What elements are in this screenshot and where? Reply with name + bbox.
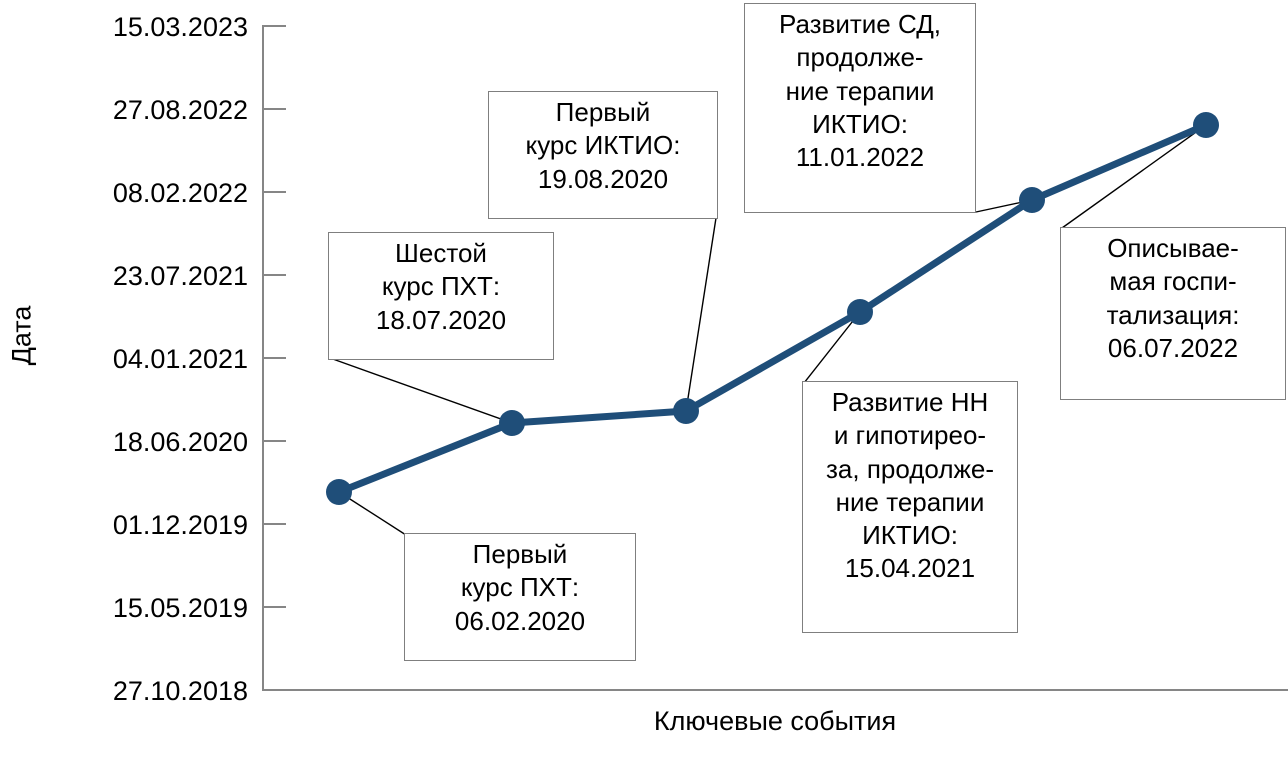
annotation-sixth-pht: Шестой курс ПХТ: 18.07.2020 <box>328 232 554 360</box>
y-axis-tick-4 <box>264 357 286 359</box>
leader-line-4 <box>803 311 861 384</box>
annotation-diabetes: Развитие СД, продолже- ние терапии ИКТИО… <box>744 3 976 213</box>
y-axis-tick-1 <box>264 108 286 110</box>
x-axis-title: Ключевые события <box>653 706 897 736</box>
annotation-hospitalization: Описывае- мая госпи- тализация: 06.07.20… <box>1060 227 1286 400</box>
series-markers <box>326 112 1219 505</box>
data-point-5 <box>1019 187 1045 213</box>
y-tick-label-4: 04.01.2021 <box>112 344 248 374</box>
leader-lines <box>329 124 1207 536</box>
leader-line-1 <box>338 491 407 536</box>
annotation-first-iktio: Первый курс ИКТИО: 19.08.2020 <box>488 91 718 219</box>
y-tick-label-7: 15.05.2019 <box>112 593 248 623</box>
annotation-nn-hypothyroidism: Развитие НН и гипотирео- за, продолже- н… <box>802 381 1018 633</box>
y-axis-tick-2 <box>264 191 286 193</box>
leader-line-2 <box>329 357 513 424</box>
y-axis-line <box>262 25 264 691</box>
data-point-2 <box>499 410 525 436</box>
y-axis-tick-7 <box>264 606 286 608</box>
y-axis-tick-0 <box>264 25 286 27</box>
y-tick-label-8: 27.10.2018 <box>112 676 248 706</box>
y-tick-label-5: 18.06.2020 <box>112 427 248 457</box>
series-line <box>335 121 1210 496</box>
y-tick-label-2: 08.02.2022 <box>112 178 248 208</box>
data-point-6 <box>1193 112 1219 138</box>
leader-line-3 <box>685 217 717 412</box>
y-tick-label-6: 01.12.2019 <box>112 510 248 540</box>
leader-line-6 <box>1061 124 1207 229</box>
x-axis-line <box>262 689 1288 691</box>
y-axis-tick-3 <box>264 274 286 276</box>
y-tick-label-0: 15.03.2023 <box>112 12 248 42</box>
data-point-3 <box>673 398 699 424</box>
data-point-4 <box>847 299 873 325</box>
y-tick-label-1: 27.08.2022 <box>112 95 248 125</box>
y-axis-tick-6 <box>264 523 286 525</box>
y-tick-label-3: 23.07.2021 <box>112 261 248 291</box>
annotation-first-pht: Первый курс ПХТ: 06.02.2020 <box>404 533 636 661</box>
y-axis-tick-5 <box>264 440 286 442</box>
data-point-1 <box>326 479 352 505</box>
